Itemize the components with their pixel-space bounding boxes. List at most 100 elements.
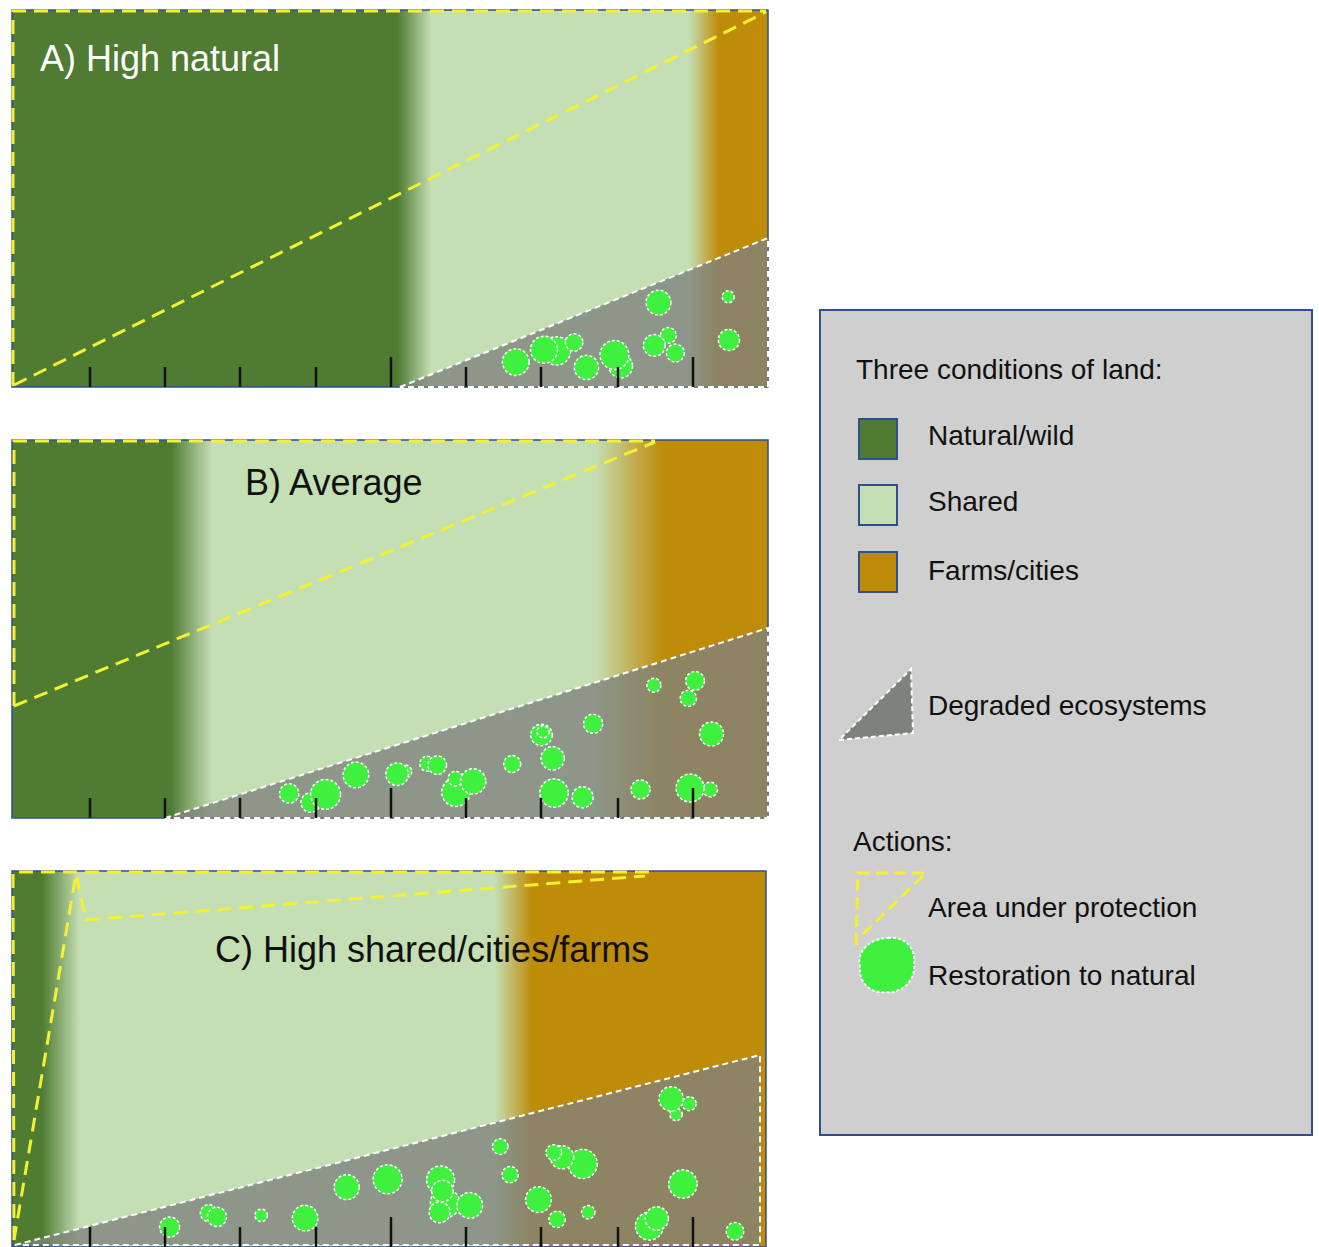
restoration-blob: [646, 290, 671, 315]
legend-heading: Actions:: [853, 826, 953, 858]
land-band: [12, 440, 768, 818]
restoration-blob: [537, 726, 549, 738]
axis-tick: [164, 367, 167, 387]
axis-tick: [89, 1227, 92, 1247]
legend-panel: [820, 310, 1312, 1135]
axis-tick: [164, 1227, 167, 1247]
axis-tick: [89, 367, 92, 387]
legend-sample: [850, 930, 940, 1020]
legend-swatch: [858, 418, 898, 460]
protection-outline: [13, 11, 766, 386]
restoration-blob: [460, 769, 485, 794]
restoration-blob: [541, 747, 564, 770]
panel-title: A) High natural: [40, 38, 280, 79]
restoration-blob: [279, 784, 298, 803]
restoration-blob: [600, 341, 629, 370]
axis-tick: [540, 798, 543, 818]
restoration-blob: [540, 779, 568, 807]
land-band: [12, 871, 766, 1247]
panel-title: C) High shared/cities/farms: [215, 929, 649, 970]
scenario-panel: B) Average: [12, 440, 768, 818]
restoration-blob: [726, 1222, 744, 1240]
protection-outline: [14, 12, 766, 385]
restoration-blob: [682, 1097, 696, 1111]
land-panel: [12, 10, 768, 387]
axis-tick: [465, 1227, 468, 1247]
axis-tick: [692, 357, 695, 387]
restoration-blob: [546, 1145, 562, 1161]
restoration-blob: [502, 1167, 518, 1183]
restoration-blob: [334, 1175, 359, 1200]
restoration-blob: [574, 355, 598, 379]
axis-tick: [465, 367, 468, 387]
degraded-area: [400, 238, 768, 387]
legend-label: Area under protection: [928, 892, 1197, 924]
axis-tick: [239, 798, 242, 818]
axis-tick: [617, 798, 620, 818]
land-panel: [12, 871, 766, 1247]
legend-label: Natural/wild: [928, 420, 1074, 452]
axis-tick: [315, 367, 318, 387]
axis-tick: [540, 1227, 543, 1247]
restoration-blob: [718, 329, 739, 350]
restoration-blob: [429, 1202, 450, 1223]
protection-outline: [14, 441, 655, 706]
restoration-blob: [659, 1087, 683, 1111]
restoration-blob: [700, 722, 724, 746]
scenario-panel: A) High natural: [12, 10, 768, 387]
restoration-blob: [565, 334, 582, 351]
restoration-blob: [645, 1207, 668, 1230]
restoration-blob: [584, 714, 603, 733]
axis-tick: [390, 788, 393, 818]
restoration-blob: [676, 774, 704, 802]
restoration-blob: [643, 335, 665, 357]
axis-tick: [239, 1227, 242, 1247]
protection-outline: [13, 872, 650, 1240]
axis-tick: [390, 1217, 393, 1247]
restoration-blob: [492, 1139, 508, 1155]
restoration-blob: [432, 1180, 453, 1201]
land-panel: [12, 440, 768, 818]
axis-tick: [692, 1217, 695, 1247]
legend-label: Farms/cities: [928, 555, 1079, 587]
legend-swatch: [858, 484, 898, 526]
restoration-blob: [531, 724, 553, 746]
restoration-blob: [680, 690, 696, 706]
axis-tick: [465, 798, 468, 818]
restoration-blob: [686, 672, 705, 691]
axis-tick: [239, 367, 242, 387]
restoration-blob: [386, 763, 409, 786]
scenario-panel: C) High shared/cities/farms: [12, 871, 766, 1247]
degraded-area: [165, 628, 768, 818]
axis-tick: [617, 1227, 620, 1247]
land-band: [12, 10, 768, 387]
legend-label: Shared: [928, 486, 1018, 518]
restoration-blob: [504, 756, 521, 773]
legend-box: Three conditions of land: Actions: Natural…: [820, 310, 1312, 1135]
axis-tick: [89, 798, 92, 818]
protection-outline: [14, 442, 655, 706]
axis-tick: [540, 367, 543, 387]
legend-swatch: [858, 551, 898, 593]
legend-sample: [835, 665, 925, 755]
restoration-blob: [502, 349, 529, 376]
legend-label: Degraded ecosystems: [928, 690, 1207, 722]
restoration-blob: [669, 1170, 697, 1198]
restoration-blob: [647, 678, 661, 692]
axis-tick: [692, 788, 695, 818]
restoration-blob: [343, 762, 369, 788]
legend-heading: Three conditions of land:: [856, 354, 1163, 386]
panel-title: B) Average: [245, 462, 422, 503]
legend-label: Restoration to natural: [928, 960, 1196, 992]
restoration-blob: [631, 780, 650, 799]
degraded-area: [15, 1055, 760, 1245]
axis-tick: [617, 367, 620, 387]
restoration-blob: [703, 782, 717, 796]
axis-tick: [315, 1227, 318, 1247]
restoration-blob: [549, 1211, 565, 1227]
restoration-blob: [255, 1209, 267, 1221]
axis-tick: [390, 357, 393, 387]
restoration-blob: [526, 1187, 552, 1213]
restoration-blob: [457, 1193, 483, 1219]
